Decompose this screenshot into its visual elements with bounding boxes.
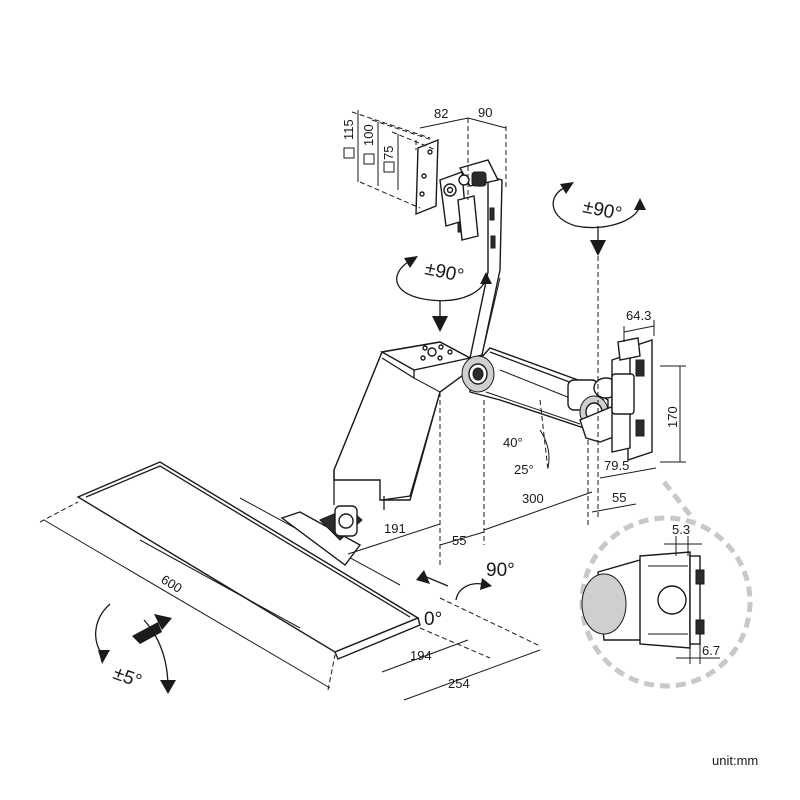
dim-170: 170 bbox=[665, 406, 680, 428]
dim-6-7: 6.7 bbox=[702, 643, 720, 658]
tilt-angle-dimensions: 40° 25° bbox=[503, 399, 550, 477]
dim-600: 600 bbox=[158, 572, 184, 596]
keyboard-tray bbox=[76, 461, 421, 660]
dim-82: 82 bbox=[434, 106, 448, 121]
dim-90: 90 bbox=[478, 105, 492, 120]
dim-5-3: 5.3 bbox=[672, 522, 690, 537]
keyboard-bracket bbox=[280, 505, 363, 566]
wall-plate bbox=[611, 337, 653, 461]
column-rotation-indicator: ±90° bbox=[552, 182, 646, 256]
dim-115: 115 bbox=[341, 119, 356, 140]
dim-194: 194 bbox=[410, 648, 432, 663]
angle-keyboard-ninety: 90° bbox=[486, 560, 515, 581]
articulating-arm bbox=[461, 347, 633, 443]
detail-callout: 5.3 6.7 bbox=[579, 480, 753, 689]
keyboard-depth-dimensions: 194 254 bbox=[381, 597, 541, 701]
dim-55-right: 55 bbox=[612, 490, 626, 505]
dim-100: 100 bbox=[361, 124, 376, 146]
keyboard-swivel-indicator: 0° 90° bbox=[416, 560, 515, 630]
angle-25: 25° bbox=[514, 462, 534, 477]
dim-75: 75 bbox=[381, 146, 396, 160]
dim-55-left: 55 bbox=[452, 533, 466, 548]
angle-keyboard-tilt: ±5° bbox=[110, 663, 144, 693]
angle-40: 40° bbox=[503, 435, 523, 450]
vesa-head bbox=[415, 138, 500, 241]
dim-254: 254 bbox=[448, 676, 470, 691]
angle-keyboard-zero: 0° bbox=[424, 609, 442, 630]
angle-column-rotation: ±90° bbox=[581, 196, 624, 225]
dim-300: 300 bbox=[522, 491, 544, 506]
angle-base-rotation: ±90° bbox=[423, 258, 466, 287]
dim-64-3: 64.3 bbox=[626, 308, 651, 323]
arm-reach-dimensions: 300 55 191 bbox=[347, 392, 593, 565]
vesa-width-dimensions: 82 90 bbox=[415, 105, 507, 200]
unit-label: unit:mm bbox=[712, 753, 758, 768]
monitor-size-dimensions: 115 100 75 bbox=[341, 110, 437, 209]
dim-191: 191 bbox=[384, 521, 406, 536]
support-column bbox=[333, 341, 473, 510]
wall-plate-dimensions: 64.3 170 bbox=[623, 308, 686, 463]
keyboard-tilt-indicator: ±5° bbox=[94, 603, 176, 694]
dim-79-5: 79.5 bbox=[604, 458, 629, 473]
wall-depth-dimensions: 79.5 55 bbox=[587, 240, 657, 525]
